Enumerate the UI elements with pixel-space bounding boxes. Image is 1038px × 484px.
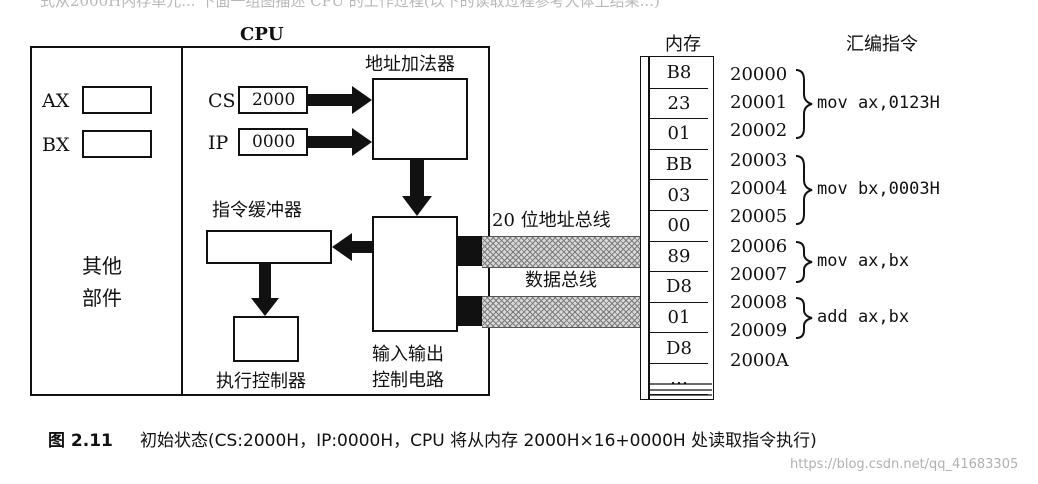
- address-adder-box: [372, 78, 468, 160]
- memory-address: 20000: [730, 64, 788, 85]
- other-parts-line1: 其他: [82, 254, 122, 278]
- memory-strip-tail: [648, 383, 712, 396]
- execution-controller-label: 执行控制器: [216, 371, 306, 392]
- memory-address: 20009: [730, 320, 788, 341]
- cpu-title: CPU: [240, 24, 284, 45]
- cs-label: CS: [208, 90, 236, 112]
- address-bus-label: 20 位地址总线: [492, 210, 611, 231]
- assembly-instruction: mov ax,bx: [817, 251, 910, 271]
- other-parts-line2: 部件: [82, 286, 122, 310]
- memory-cell: BB: [650, 150, 708, 181]
- memory-address: 20002: [730, 120, 788, 141]
- memory-address: 20007: [730, 264, 788, 285]
- address-bus-port: [458, 236, 482, 266]
- ax-label: AX: [42, 90, 70, 112]
- cs-value: 2000: [252, 90, 296, 110]
- memory-cells: B8 23 01 BB 03 00 89 D8 01 D8 …: [650, 58, 708, 395]
- memory-strip: [640, 56, 714, 400]
- data-bus-port: [458, 296, 482, 326]
- ip-label: IP: [208, 132, 229, 154]
- io-control-box: [372, 216, 458, 332]
- memory-address: 20003: [730, 150, 788, 171]
- brace-icon: [795, 155, 813, 225]
- ip-register: [238, 128, 308, 156]
- memory-strip-inner-line: [648, 56, 650, 400]
- bx-label: BX: [42, 134, 70, 156]
- memory-cell: 03: [650, 180, 708, 211]
- ax-register: [82, 86, 152, 114]
- watermark: https://blog.csdn.net/qq_41683305: [790, 457, 1019, 472]
- header-fragment: 式从2000H内存单元... 下面一组图描述 CPU 的工作过程(以下的读取过程…: [40, 0, 1000, 8]
- memory-title: 内存: [665, 34, 701, 55]
- memory-cell: 23: [650, 89, 708, 120]
- assembly-instruction: mov bx,0003H: [817, 179, 940, 199]
- memory-address: 20001: [730, 92, 788, 113]
- ip-value: 0000: [252, 132, 296, 152]
- figure-caption: 初始状态(CS:2000H，IP:0000H，CPU 将从内存 2000H×16…: [140, 431, 817, 451]
- memory-address: 20004: [730, 178, 788, 199]
- assembly-braces: [795, 69, 813, 339]
- io-control-label-line2: 控制电路: [372, 370, 444, 391]
- memory-address: 20006: [730, 236, 788, 257]
- memory-cell: D8: [650, 333, 708, 364]
- memory-cell: 00: [650, 211, 708, 242]
- execution-controller-box: [233, 316, 299, 362]
- brace-icon: [795, 69, 813, 139]
- io-control-label-line1: 输入输出: [372, 344, 444, 365]
- memory-cell: 89: [650, 242, 708, 273]
- memory-address: 2000A: [730, 350, 789, 371]
- cs-register: [238, 86, 308, 114]
- memory-cell: 01: [650, 119, 708, 150]
- address-adder-label: 地址加法器: [365, 54, 455, 75]
- memory-cell: 01: [650, 303, 708, 334]
- memory-address: 20005: [730, 206, 788, 227]
- cpu-divider: [181, 46, 183, 396]
- assembly-title: 汇编指令: [846, 34, 918, 55]
- address-bus: [482, 236, 640, 268]
- bx-register: [82, 130, 152, 158]
- assembly-instruction: add ax,bx: [817, 307, 910, 327]
- instruction-buffer-label: 指令缓冲器: [212, 200, 302, 221]
- brace-icon: [795, 297, 813, 339]
- memory-address: 20008: [730, 292, 788, 313]
- assembly-instruction: mov ax,0123H: [817, 93, 940, 113]
- brace-icon: [795, 241, 813, 283]
- memory-cell: B8: [650, 58, 708, 89]
- data-bus-label: 数据总线: [525, 270, 597, 291]
- memory-cell: D8: [650, 272, 708, 303]
- data-bus: [482, 296, 640, 328]
- instruction-buffer-box: [206, 230, 332, 264]
- figure-number: 图 2.11: [48, 431, 113, 451]
